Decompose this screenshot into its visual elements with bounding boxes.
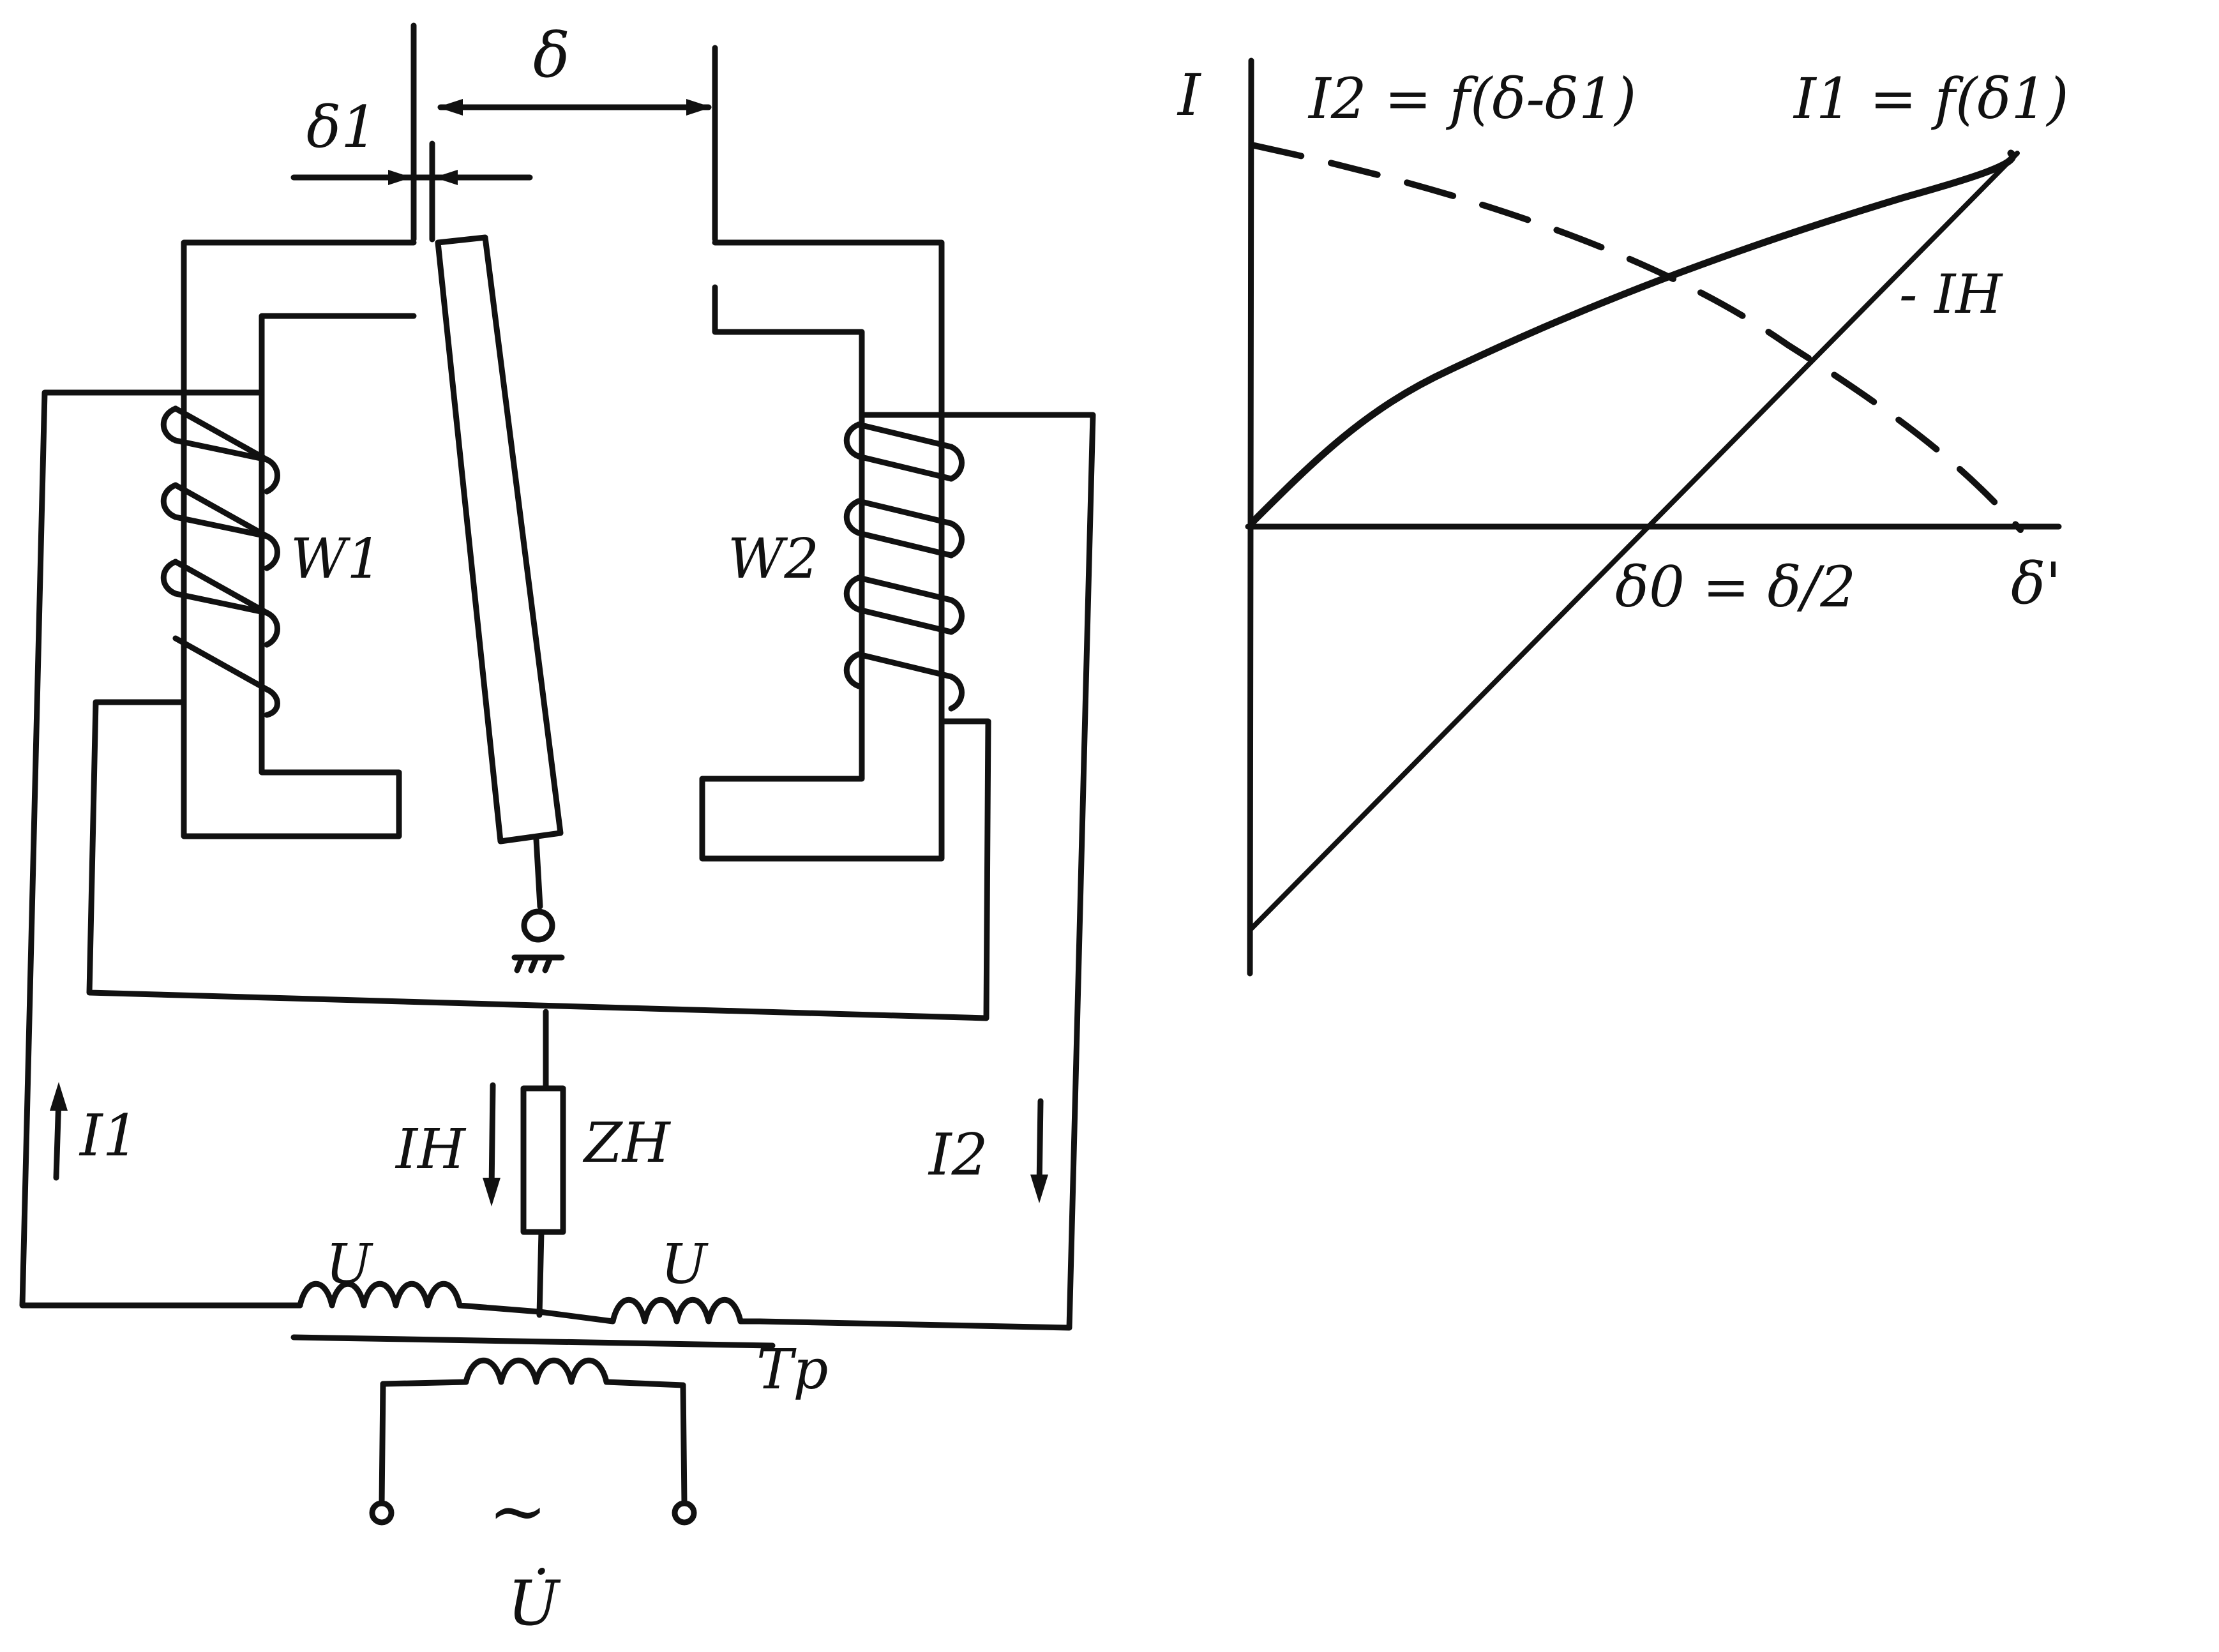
transformer-core-line [290, 1334, 776, 1349]
primary-wire-left [379, 1381, 386, 1506]
graph-y-axis-label: I [1177, 62, 1201, 129]
primary-winding [380, 1357, 686, 1388]
graph-labels: I I2 = f(δ-δ1) I1 = f(δ1) - IН δ0 = δ/2 … [1177, 62, 2069, 620]
source-terminal-left [369, 1500, 395, 1526]
armature-stem [533, 836, 543, 910]
label-delta1: δ1 [306, 94, 377, 161]
curve-i2-label: I2 = f(δ-δ1) [1307, 66, 1636, 131]
current-arrow-i2 [1030, 1098, 1048, 1203]
characteristic-graph [1245, 57, 2062, 977]
coil-w2 [843, 421, 965, 712]
label-w1: W1 [290, 527, 382, 591]
delta1-arrow-left [388, 170, 412, 185]
graph-x-axis-label: δ' [2011, 550, 2061, 617]
label-i1: I1 [79, 1102, 139, 1169]
schematic [19, 22, 1096, 1526]
label-transformer: Tp [756, 1338, 828, 1402]
wire-i2-loop [756, 412, 1096, 1331]
delta1-arrow-right [434, 170, 458, 185]
primary-wire-right [680, 1382, 688, 1506]
label-w2: W2 [728, 527, 819, 591]
delta-arrow-right [686, 99, 712, 116]
label-delta: δ [533, 20, 570, 91]
delta-arrow-left [437, 99, 463, 116]
curve-ih-label: - IН [1899, 263, 2003, 326]
label-u-right: U [661, 1233, 709, 1296]
label-u-left: U [326, 1233, 373, 1296]
curve-i1 [1247, 149, 2017, 527]
armature-bar [435, 234, 564, 845]
pivot-ground-icon [511, 908, 565, 973]
label-ih: IН [395, 1118, 467, 1182]
delta0-label: δ0 = δ/2 [1615, 554, 1856, 620]
gap-dimensions [290, 22, 718, 243]
secondary-winding-left [297, 1280, 543, 1315]
right-core [699, 239, 945, 862]
source-terminal-right [672, 1500, 697, 1526]
label-zh: ZН [582, 1111, 672, 1175]
curve-i1-label: I1 = f(δ1) [1793, 66, 2069, 131]
coil-w1 [160, 405, 280, 718]
load-impedance [520, 1085, 566, 1235]
secondary-winding-right [536, 1296, 763, 1325]
curve-i2 [1251, 142, 2024, 533]
graph-y-axis [1247, 57, 1254, 977]
label-source-voltage: U̇ [508, 1568, 561, 1639]
wire-load-bottom [536, 1229, 545, 1318]
label-ac-source-symbol: ~ [488, 1470, 547, 1552]
current-arrow-i1 [50, 1082, 68, 1181]
wire-i1-loop [19, 389, 303, 1309]
curve-ih [1249, 151, 2020, 931]
schematic-labels: δ δ1 W1 W2 I1 IН ZН I2 U U Tp ~ U̇ [79, 20, 988, 1639]
wire-common-return [86, 699, 991, 1021]
label-i2: I2 [928, 1122, 988, 1189]
current-arrow-ih [483, 1082, 500, 1206]
